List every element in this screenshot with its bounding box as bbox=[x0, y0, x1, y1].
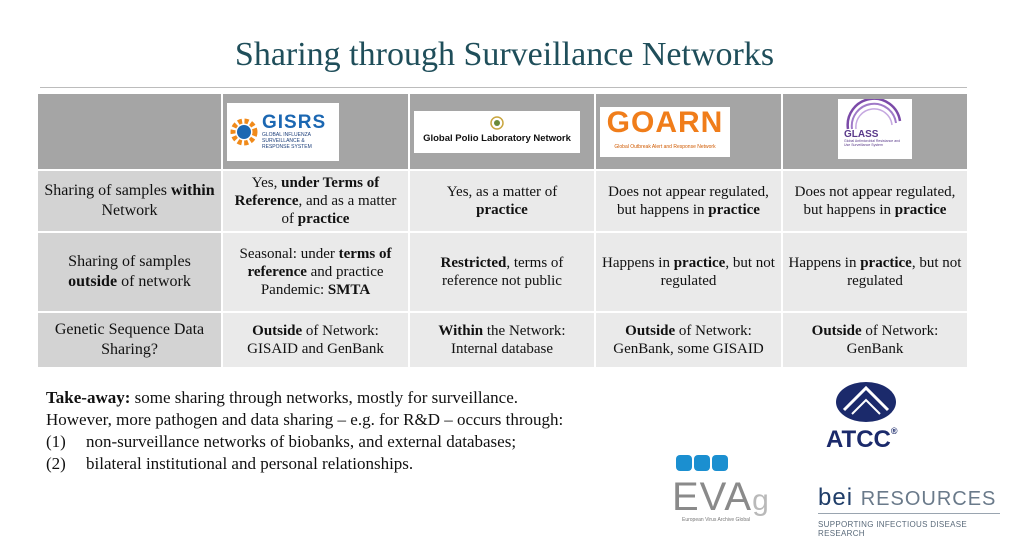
gpln-logo: Global Polio Laboratory Network bbox=[414, 110, 580, 153]
header-row: GISRS GLOBAL INFLUENZA SURVEILLANCE & RE… bbox=[36, 92, 969, 171]
table-cell: Outside of Network: GenBank bbox=[781, 311, 969, 369]
slide-title: Sharing through Surveillance Networks bbox=[234, 36, 775, 73]
table-cell: Seasonal: under terms of reference and p… bbox=[221, 231, 410, 313]
gisrs-logo: GISRS GLOBAL INFLUENZA SURVEILLANCE & RE… bbox=[227, 102, 339, 161]
takeaway-line-1: Take-away: some sharing through networks… bbox=[46, 388, 519, 407]
evag-icon bbox=[712, 455, 728, 471]
row-label: Sharing of samples outside of network bbox=[36, 231, 223, 313]
table-cell: Happens in practice, but not regulated bbox=[781, 231, 969, 313]
list-item: (2)bilateral institutional and personal … bbox=[46, 454, 414, 473]
takeaway-text: Take-away: some sharing through networks… bbox=[46, 387, 563, 475]
gisrs-subtitle: GLOBAL INFLUENZA SURVEILLANCE & RESPONSE… bbox=[262, 131, 312, 150]
table-cell: Happens in practice, but not regulated bbox=[594, 231, 783, 313]
polio-emblem-icon bbox=[490, 115, 504, 130]
evag-icons bbox=[676, 455, 728, 471]
bei-divider bbox=[818, 513, 1000, 514]
goarn-wordmark: GOARN bbox=[606, 105, 724, 139]
table-cell: Yes, under Terms of Reference, and as a … bbox=[221, 169, 410, 233]
table-cell: Restricted, terms of reference not publi… bbox=[408, 231, 596, 313]
evag-subtitle: European Virus Archive Global bbox=[682, 517, 751, 523]
gisrs-wordmark: GISRS bbox=[262, 111, 327, 133]
table-row: Genetic Sequence Data Sharing? Outside o… bbox=[36, 311, 969, 369]
header-empty-cell bbox=[36, 92, 223, 171]
title-divider bbox=[40, 87, 967, 88]
glass-logo: GLASS Global Antimicrobial Resistance an… bbox=[838, 99, 912, 159]
table-row: Sharing of samples outside of network Se… bbox=[36, 231, 969, 313]
evag-icon bbox=[676, 455, 692, 471]
row-label: Sharing of samples within Network bbox=[36, 169, 223, 233]
table-cell: Does not appear regulated, but happens i… bbox=[594, 169, 783, 233]
header-goarn: GOARN Global Outbreak Alert and Response… bbox=[594, 92, 783, 171]
list-item: (1)non-surveillance networks of biobanks… bbox=[46, 432, 517, 451]
atcc-globe-icon bbox=[836, 382, 896, 422]
table-cell: Outside of Network: GISAID and GenBank bbox=[221, 311, 410, 369]
goarn-subtitle: Global Outbreak Alert and Response Netwo… bbox=[614, 143, 716, 150]
table-cell: Does not appear regulated, but happens i… bbox=[781, 169, 969, 233]
networks-table: GISRS GLOBAL INFLUENZA SURVEILLANCE & RE… bbox=[36, 92, 969, 369]
evag-logo: EVAg bbox=[672, 475, 770, 519]
glass-arcs-icon bbox=[846, 99, 902, 130]
bei-subtitle: SUPPORTING INFECTIOUS DISEASE RESEARCH bbox=[818, 520, 968, 538]
table-cell: Yes, as a matter of practice bbox=[408, 169, 596, 233]
table-cell: Within the Network: Internal database bbox=[408, 311, 596, 369]
table-cell: Outside of Network: GenBank, some GISAID bbox=[594, 311, 783, 369]
atcc-logo: ATCC® bbox=[826, 426, 898, 453]
takeaway-line-2: However, more pathogen and data sharing … bbox=[46, 410, 564, 429]
gear-icon bbox=[230, 118, 258, 145]
header-glass: GLASS Global Antimicrobial Resistance an… bbox=[781, 92, 969, 171]
glass-wordmark: GLASS bbox=[844, 129, 879, 140]
bei-resources-logo: bei RESOURCES bbox=[818, 484, 997, 511]
header-gisrs: GISRS GLOBAL INFLUENZA SURVEILLANCE & RE… bbox=[221, 92, 410, 171]
goarn-logo: GOARN Global Outbreak Alert and Response… bbox=[600, 105, 730, 157]
evag-icon bbox=[694, 455, 710, 471]
header-gpln: Global Polio Laboratory Network bbox=[408, 92, 596, 171]
table-row: Sharing of samples within Network Yes, u… bbox=[36, 169, 969, 233]
gpln-name: Global Polio Laboratory Network bbox=[423, 132, 571, 144]
row-label: Genetic Sequence Data Sharing? bbox=[36, 311, 223, 369]
glass-subtitle: Global Antimicrobial Resistance and Use … bbox=[844, 139, 901, 147]
